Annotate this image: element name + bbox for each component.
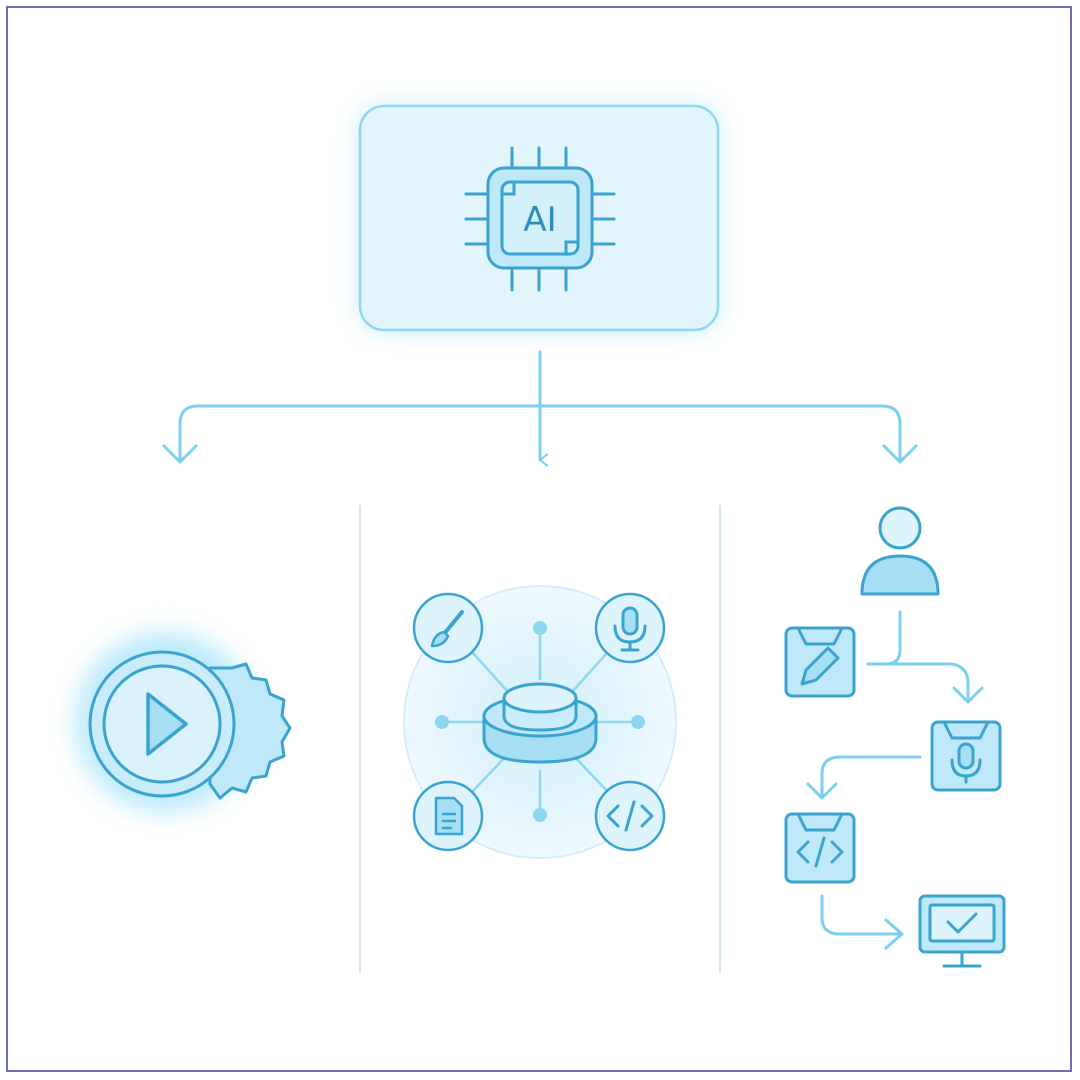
monitor-check-icon: [918, 894, 1006, 968]
ai-chip-label: AI: [523, 200, 556, 240]
user-icon: [860, 506, 940, 596]
microphone-box-icon: [930, 720, 1002, 792]
database-hub-icon: [482, 682, 598, 764]
code-box-icon: [784, 812, 856, 884]
microphone-icon: [594, 592, 666, 664]
automation-panel: [75, 632, 292, 812]
code-icon: [594, 780, 666, 852]
branch-arrowheads: [162, 444, 918, 464]
integration-hub: [403, 585, 677, 859]
play-icon: [88, 650, 236, 798]
ai-chip-icon: [464, 146, 616, 292]
document-icon: [412, 780, 484, 852]
branch-connectors: [178, 350, 902, 467]
workflow-panel: [784, 506, 1006, 968]
paintbrush-icon: [412, 592, 484, 664]
pencil-box-icon: [784, 626, 856, 698]
